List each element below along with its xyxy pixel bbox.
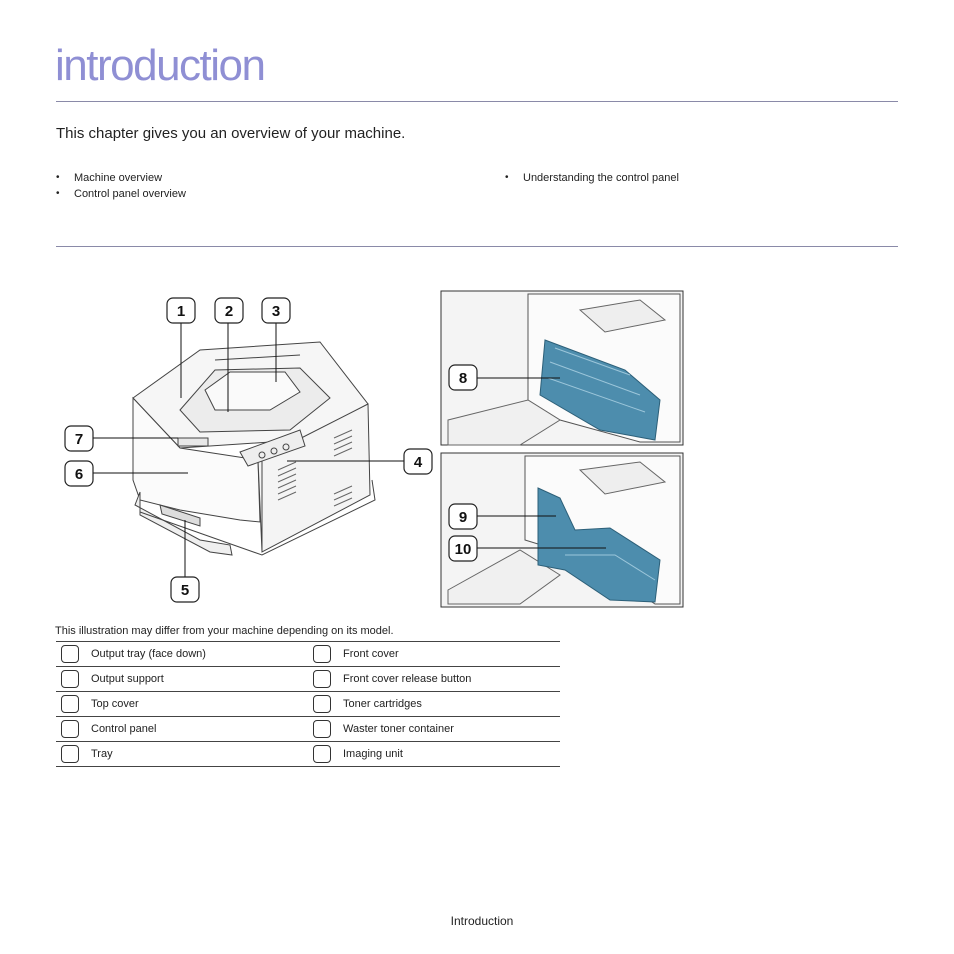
legend-label: Imaging unit <box>343 748 403 760</box>
callout-9: 9 <box>459 509 467 526</box>
legend-label: Top cover <box>91 698 139 710</box>
printer-drawing <box>132 341 376 556</box>
legend-label: Output support <box>91 673 164 685</box>
toc-right: Understanding the control panel <box>505 170 679 186</box>
legend-number-box <box>61 745 79 763</box>
toc-link-machine-overview[interactable]: Machine overview <box>56 170 186 186</box>
toc-left: Machine overview Control panel overview <box>56 170 186 202</box>
chapter-intro: This chapter gives you an overview of yo… <box>56 125 406 142</box>
callout-5: 5 <box>181 582 189 599</box>
callout-3: 3 <box>272 303 280 320</box>
page-title: introduction <box>55 41 266 90</box>
legend-label: Control panel <box>91 723 157 735</box>
legend-row: Output support Front cover release butto… <box>56 666 560 692</box>
inset-toner-cartridges: 8 <box>440 290 684 446</box>
legend-number-box <box>313 745 331 763</box>
legend-label: Output tray (face down) <box>91 648 206 660</box>
callout-2: 2 <box>225 303 233 320</box>
legend-number-box <box>313 695 331 713</box>
legend-row: Control panel Waster toner container <box>56 716 560 742</box>
legend-row: Output tray (face down) Front cover <box>56 641 560 667</box>
legend-number-box <box>313 645 331 663</box>
legend-label: Waster toner container <box>343 723 454 735</box>
legend-number-box <box>61 695 79 713</box>
legend-table: Output tray (face down) Front cover Outp… <box>56 641 560 767</box>
page-footer: Introduction <box>450 914 514 928</box>
callout-6: 6 <box>75 466 83 483</box>
legend-number-box <box>61 720 79 738</box>
legend-number-box <box>61 645 79 663</box>
callout-4: 4 <box>414 454 423 471</box>
callout-1: 1 <box>177 303 185 320</box>
figure-caption: This illustration may differ from your m… <box>55 625 394 637</box>
section-divider <box>56 246 898 247</box>
legend-row: Tray Imaging unit <box>56 741 560 767</box>
callout-10: 10 <box>455 541 472 558</box>
callout-8: 8 <box>459 370 467 387</box>
toc-link-control-panel-overview[interactable]: Control panel overview <box>56 186 186 202</box>
callouts-main <box>64 297 433 603</box>
legend-label: Tray <box>91 748 113 760</box>
legend-row: Top cover Toner cartridges <box>56 691 560 717</box>
legend-label: Front cover <box>343 648 399 660</box>
inset-imaging-unit: 9 10 <box>440 452 684 608</box>
legend-number-box <box>61 670 79 688</box>
legend-label: Toner cartridges <box>343 698 422 710</box>
legend-number-box <box>313 720 331 738</box>
legend-label: Front cover release button <box>343 673 472 685</box>
machine-overview-illustration: 1 2 3 4 5 6 7 8 9 10 <box>64 290 684 608</box>
callout-7: 7 <box>75 431 83 448</box>
legend-number-box <box>313 670 331 688</box>
title-divider <box>56 101 898 102</box>
toc-link-understanding-control-panel[interactable]: Understanding the control panel <box>505 170 679 186</box>
